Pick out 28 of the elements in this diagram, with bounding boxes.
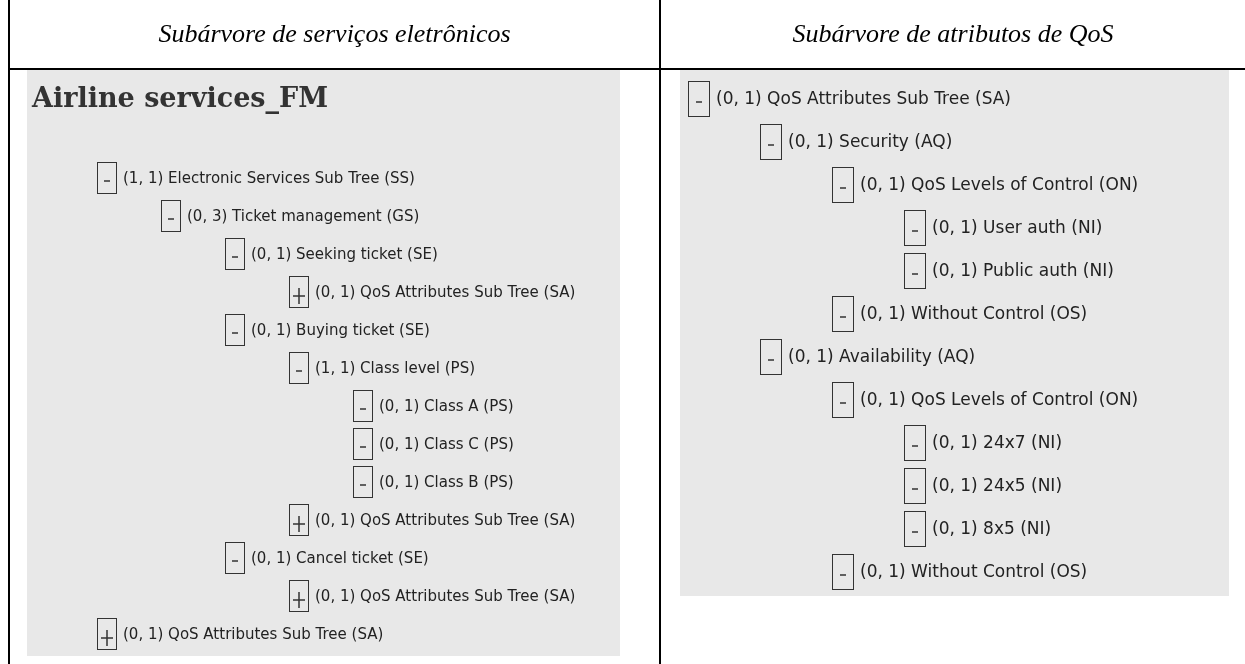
tree-item-label: (1, 1) Class level (PS): [315, 357, 476, 379]
panel-title: Airline services_FM: [32, 82, 329, 113]
tree-item-label: (0, 1) Availability (AQ): [788, 344, 976, 368]
tree-item-label: (0, 1) Class B (PS): [379, 471, 514, 493]
tree-item-label: (1, 1) Electronic Services Sub Tree (SS): [123, 167, 415, 189]
tree-item-label: (0, 1) Class A (PS): [379, 395, 514, 417]
tree-item-label: (0, 1) QoS Attributes Sub Tree (SA): [315, 585, 576, 607]
tree-item-label: (0, 1) Without Control (OS): [860, 559, 1088, 583]
tree-item-label: (0, 1) Buying ticket (SE): [251, 319, 430, 341]
tree-item-label: (0, 1) QoS Attributes Sub Tree (SA): [123, 623, 384, 645]
tree-item-label: (0, 1) Security (AQ): [788, 129, 953, 153]
tree-item-label: (0, 1) Class C (PS): [379, 433, 514, 455]
tree-item-label: (0, 1) Public auth (NI): [932, 258, 1114, 282]
tree-item-label: (0, 1) QoS Levels of Control (ON): [860, 172, 1139, 196]
tree-item-label: (0, 1) QoS Attributes Sub Tree (SA): [315, 281, 576, 303]
tree-item-label: (0, 1) QoS Levels of Control (ON): [860, 387, 1139, 411]
tree-item-label: (0, 1) User auth (NI): [932, 215, 1103, 239]
tree-item-label: (0, 1) QoS Attributes Sub Tree (SA): [315, 509, 576, 531]
tree-item-label: (0, 1) Cancel ticket (SE): [251, 547, 429, 569]
column-header: Subárvore de serviços eletrônicos: [158, 18, 511, 50]
tree-item-label: (0, 1) 24x7 (NI): [932, 430, 1062, 454]
tree-item-label: (0, 3) Ticket management (GS): [187, 205, 420, 227]
tree-item-label: (0, 1) Seeking ticket (SE): [251, 243, 438, 265]
tree-item-label: (0, 1) Without Control (OS): [860, 301, 1088, 325]
tree-item-label: (0, 1) QoS Attributes Sub Tree (SA): [716, 86, 1011, 110]
column-header: Subárvore de atributos de QoS: [792, 18, 1114, 50]
tree-item-label: (0, 1) 8x5 (NI): [932, 516, 1052, 540]
tree-item-label: (0, 1) 24x5 (NI): [932, 473, 1062, 497]
